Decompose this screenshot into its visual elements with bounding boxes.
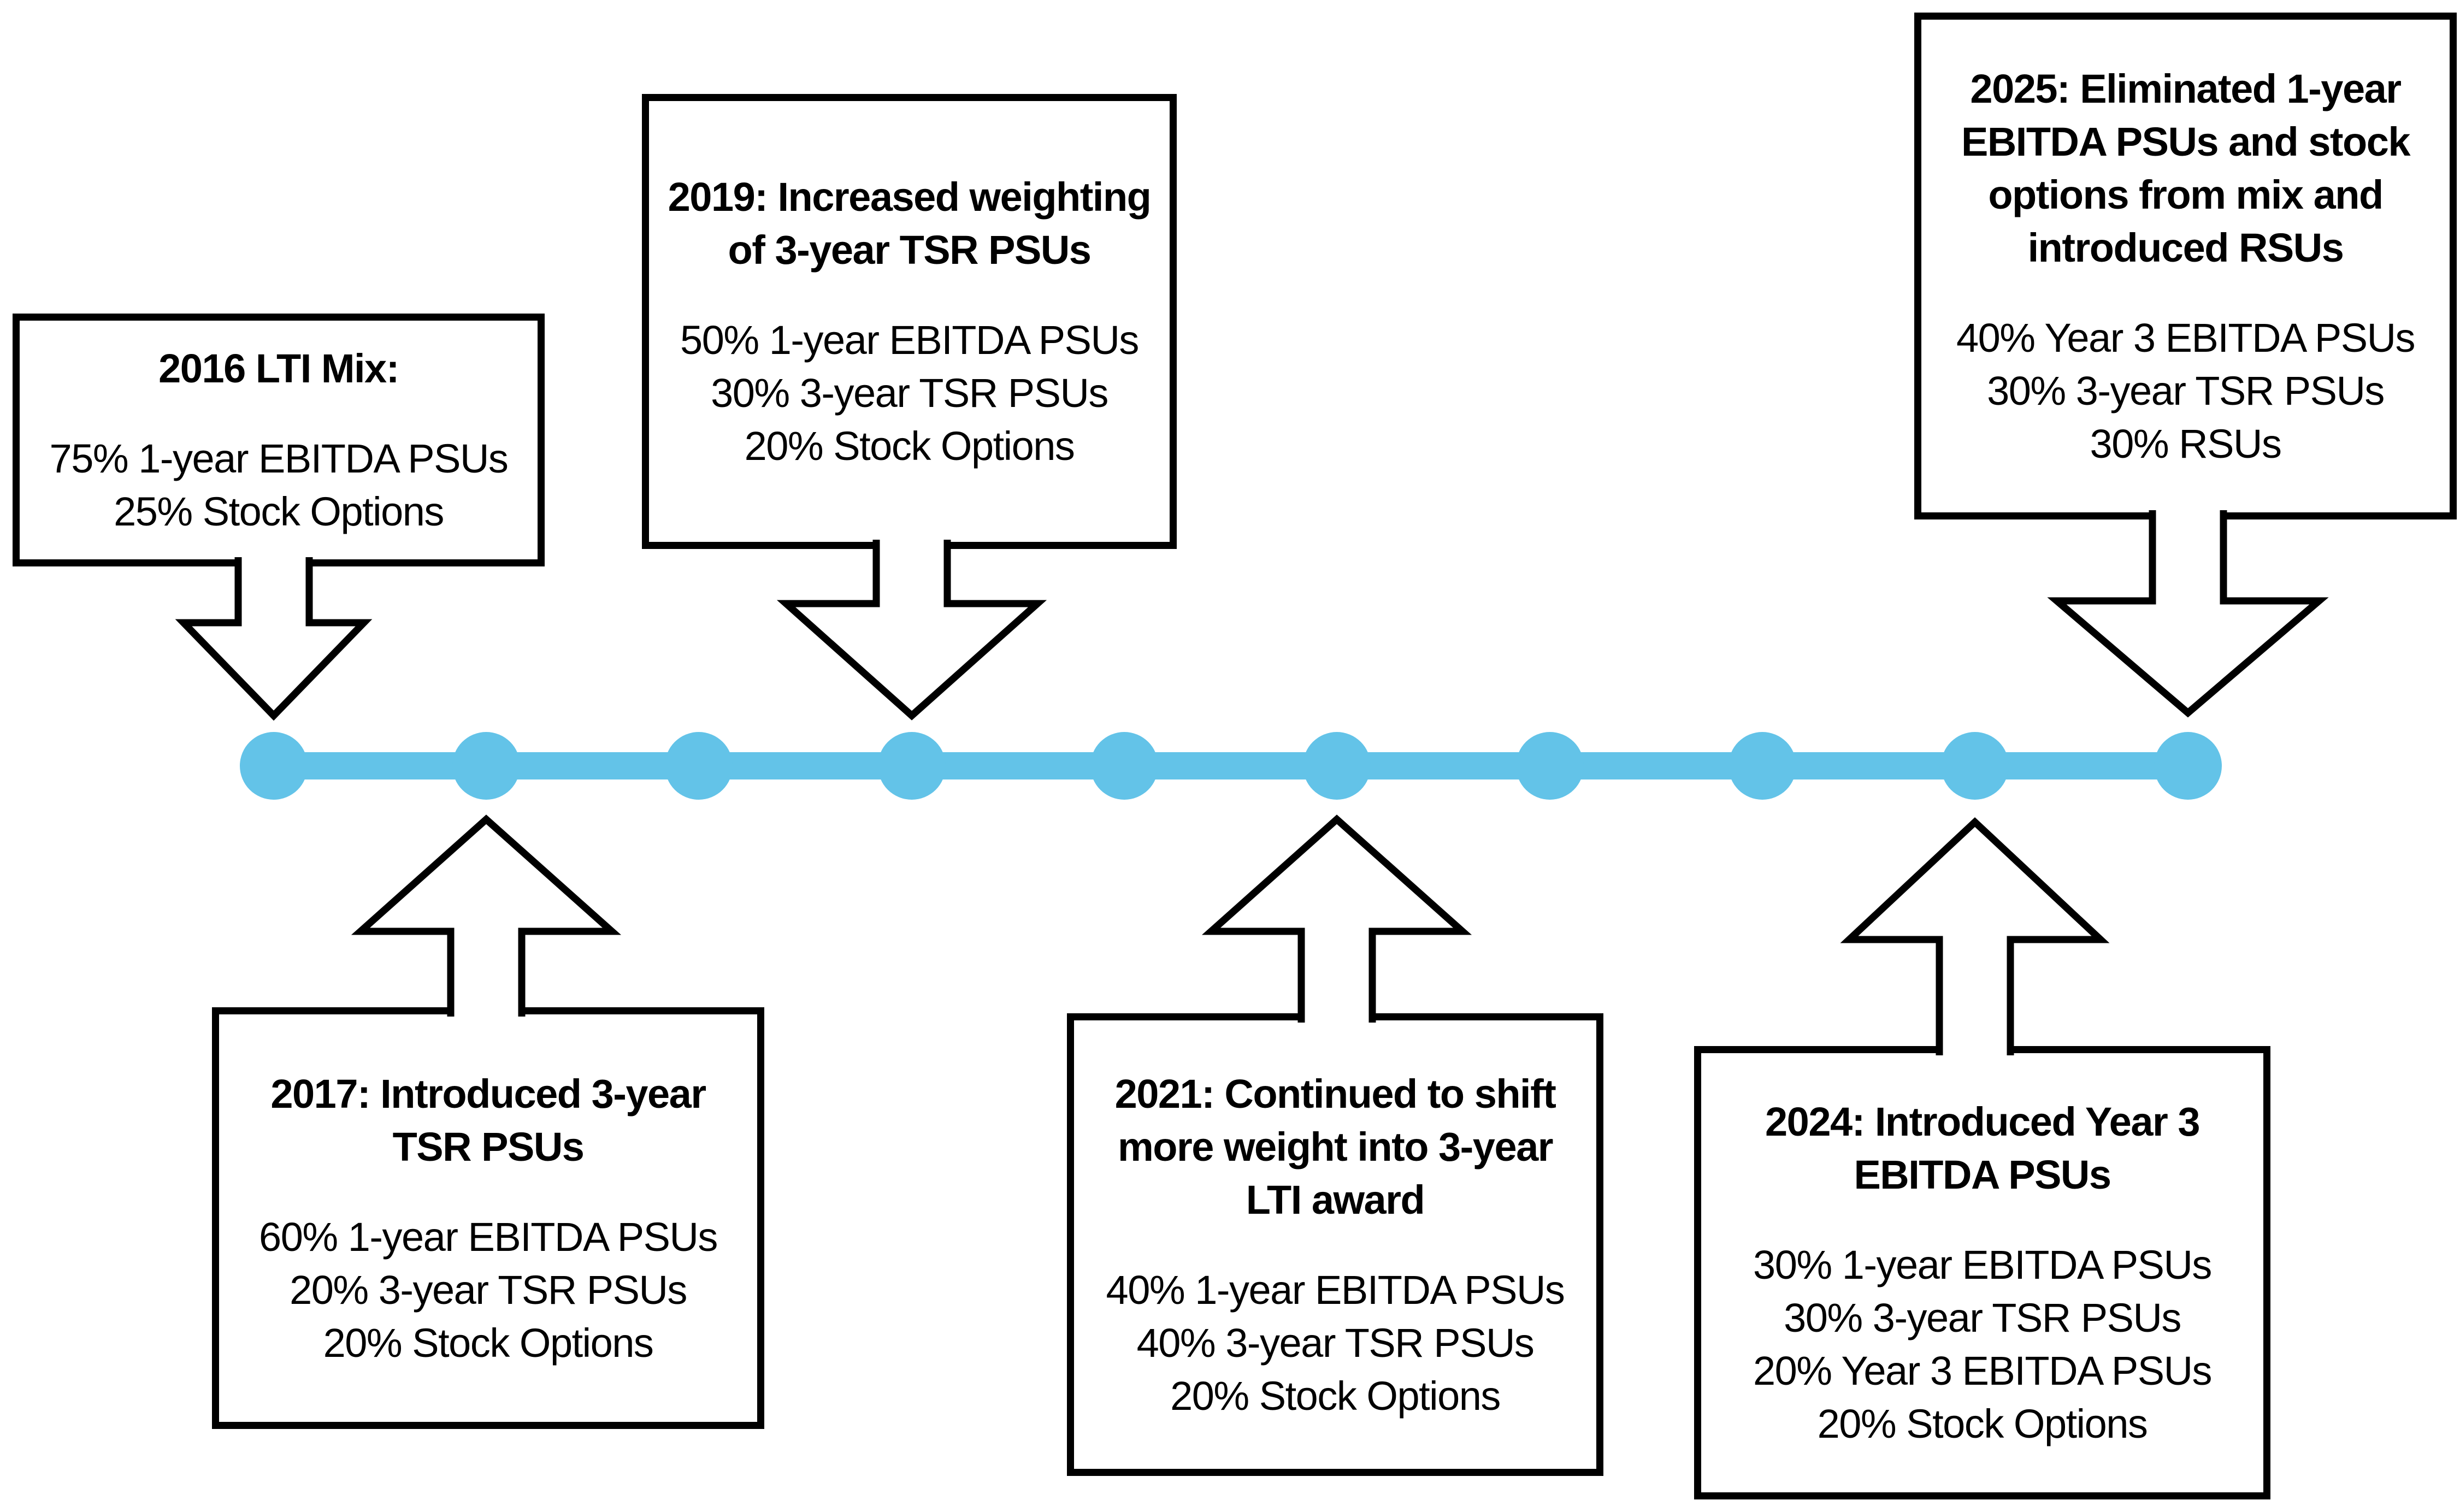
callout-items-2024: 30% 1-year EBITDA PSUs 30% 3-year TSR PS… bbox=[1753, 1238, 2213, 1450]
callout-item: 20% Year 3 EBITDA PSUs bbox=[1753, 1348, 2213, 1393]
callout-items-2025: 40% Year 3 EBITDA PSUs 30% 3-year TSR PS… bbox=[1956, 311, 2416, 470]
callout-items-2019: 50% 1-year EBITDA PSUs 30% 3-year TSR PS… bbox=[680, 314, 1139, 472]
callout-item: 20% Stock Options bbox=[1817, 1401, 2148, 1446]
callout-item: 30% 3-year TSR PSUs bbox=[711, 370, 1108, 416]
callout-items-2016: 75% 1-year EBITDA PSUs 25% Stock Options bbox=[49, 432, 509, 538]
callout-item: 30% 3-year TSR PSUs bbox=[1987, 368, 2385, 414]
timeline-dot-2020 bbox=[1090, 732, 1158, 800]
timeline-dot-2025 bbox=[2154, 732, 2222, 800]
callout-arrow-2016 bbox=[175, 557, 373, 721]
callout-item: 30% 1-year EBITDA PSUs bbox=[1753, 1242, 2212, 1287]
callout-item: 60% 1-year EBITDA PSUs bbox=[259, 1214, 718, 1260]
callout-arrow-2017 bbox=[351, 814, 622, 1017]
callout-title-2019: 2019: Increased weighting of 3-year TSR … bbox=[668, 174, 1152, 273]
callout-box-2025: 2025: Eliminated 1-year EBITDA PSUs and … bbox=[1914, 13, 2457, 519]
callout-items-2017: 60% 1-year EBITDA PSUs 20% 3-year TSR PS… bbox=[259, 1210, 718, 1369]
callout-arrow-2024 bbox=[1840, 817, 2110, 1055]
timeline-line bbox=[274, 752, 2188, 779]
callout-item: 40% 3-year TSR PSUs bbox=[1136, 1320, 1535, 1366]
callout-item: 75% 1-year EBITDA PSUs bbox=[49, 436, 509, 481]
timeline-dot-2021 bbox=[1303, 732, 1371, 800]
callout-box-2021: 2021: Continued to shift more weight int… bbox=[1067, 1013, 1603, 1476]
timeline-dot-2019 bbox=[878, 732, 946, 800]
callout-box-2024: 2024: Introduced Year 3 EBITDA PSUs 30% … bbox=[1694, 1046, 2270, 1499]
callout-item: 40% Year 3 EBITDA PSUs bbox=[1956, 315, 2416, 361]
callout-title-2024: 2024: Introduced Year 3 EBITDA PSUs bbox=[1765, 1099, 2200, 1197]
timeline-dot-2023 bbox=[1729, 732, 1796, 800]
callout-item: 25% Stock Options bbox=[114, 489, 444, 534]
timeline-dot-2024 bbox=[1941, 732, 2009, 800]
callout-arrow-2021 bbox=[1201, 814, 1472, 1023]
callout-title-2016: 2016 LTI Mix: bbox=[158, 346, 399, 391]
callout-arrow-2019 bbox=[776, 540, 1047, 720]
callout-box-2019: 2019: Increased weighting of 3-year TSR … bbox=[642, 94, 1177, 549]
callout-title-2017: 2017: Introduced 3-year TSR PSUs bbox=[270, 1071, 706, 1170]
callout-item: 40% 1-year EBITDA PSUs bbox=[1106, 1267, 1565, 1313]
callout-arrow-2025 bbox=[2047, 510, 2329, 718]
callout-item: 20% 3-year TSR PSUs bbox=[290, 1267, 687, 1313]
callout-items-2021: 40% 1-year EBITDA PSUs 40% 3-year TSR PS… bbox=[1106, 1263, 1565, 1422]
timeline-dot-2016 bbox=[240, 732, 308, 800]
callout-item: 20% Stock Options bbox=[744, 423, 1075, 469]
callout-title-2025: 2025: Eliminated 1-year EBITDA PSUs and … bbox=[1961, 66, 2411, 270]
callout-item: 50% 1-year EBITDA PSUs bbox=[680, 317, 1139, 363]
callout-item: 20% Stock Options bbox=[323, 1320, 654, 1366]
timeline-dot-2018 bbox=[665, 732, 733, 800]
callout-item: 30% RSUs bbox=[2090, 421, 2282, 466]
timeline-dot-2022 bbox=[1516, 732, 1584, 800]
callout-item: 20% Stock Options bbox=[1170, 1373, 1501, 1419]
timeline-dot-2017 bbox=[452, 732, 520, 800]
callout-box-2016: 2016 LTI Mix: 75% 1-year EBITDA PSUs 25%… bbox=[13, 314, 545, 566]
callout-item: 30% 3-year TSR PSUs bbox=[1784, 1295, 2181, 1340]
callout-box-2017: 2017: Introduced 3-year TSR PSUs 60% 1-y… bbox=[212, 1007, 764, 1429]
callout-title-2021: 2021: Continued to shift more weight int… bbox=[1114, 1071, 1556, 1222]
